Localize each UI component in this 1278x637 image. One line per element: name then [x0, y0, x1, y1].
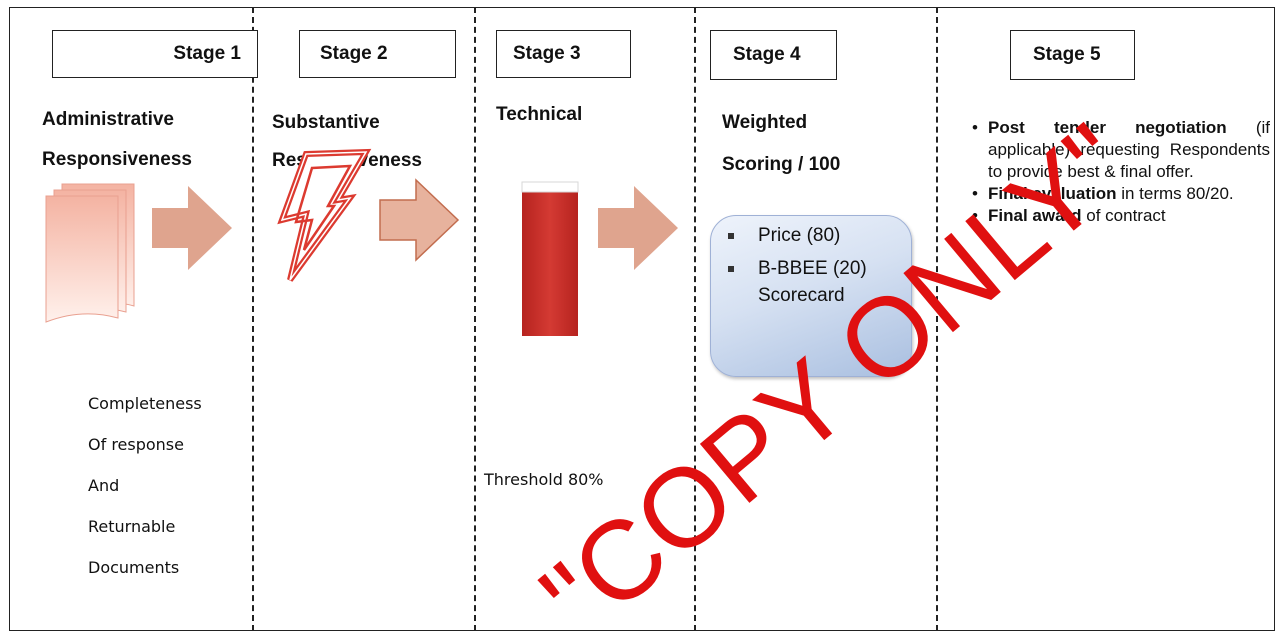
bullet-dot-icon: • — [972, 206, 978, 225]
weighted-scoring-item: B-BBEE (20) Scorecard — [722, 255, 867, 309]
stage-5-item: • Final award of contract — [970, 205, 1270, 227]
stage-1-label: Stage 1 — [173, 43, 241, 64]
criteria-item: Documents — [88, 558, 180, 577]
stage-divider — [252, 7, 254, 631]
stage-5-item-bold: Post tender negotiation — [988, 118, 1227, 137]
document-stack-icon — [45, 183, 135, 323]
arrow-right-icon — [379, 178, 460, 262]
stage-4-label: Stage 4 — [733, 44, 801, 65]
stage-1-heading: Administrative Responsiveness — [42, 100, 192, 180]
bullet-square-icon — [728, 266, 734, 272]
weighted-scoring-list: Price (80) B-BBEE (20) Scorecard — [722, 222, 867, 315]
stage-5-item-bold: Final evaluation — [988, 184, 1117, 203]
stage-divider — [474, 7, 476, 631]
stage-5-box: Stage 5 — [1010, 30, 1135, 80]
stage-5-item-text: (if applicable) requesting Respondents t… — [988, 118, 1270, 181]
stage-2-heading-line: Substantive — [272, 112, 380, 133]
stage-4-heading-line: Weighted — [722, 112, 808, 133]
bullet-square-icon — [728, 233, 734, 239]
threshold-bar-icon — [521, 181, 579, 336]
stage-5-item-text: of contract — [1081, 206, 1166, 225]
weighted-scoring-text: Price (80) — [758, 225, 841, 246]
stage-3-threshold: Threshold 80% — [484, 470, 604, 489]
criteria-item: Of response — [88, 435, 184, 454]
stage-5-label: Stage 5 — [1033, 44, 1101, 65]
lightning-bolt-icon — [277, 148, 372, 282]
bullet-dot-icon: • — [972, 118, 978, 137]
stage-5-list: • Post tender negotiation (if applicable… — [970, 117, 1270, 227]
stage-5-item-bold: Final award — [988, 206, 1082, 225]
stage-divider — [936, 7, 938, 631]
stage-5-item: • Final evaluation in terms 80/20. — [970, 183, 1270, 205]
weighted-scoring-item: Price (80) — [722, 222, 867, 249]
stage-1-heading-line: Administrative — [42, 109, 174, 130]
arrow-right-icon — [598, 186, 678, 270]
weighted-scoring-text: B-BBEE (20) — [758, 258, 867, 279]
criteria-item: And — [88, 476, 120, 495]
stage-3-box: Stage 3 — [496, 30, 631, 78]
stage-3-heading-line: Technical — [496, 104, 583, 125]
stage-1-criteria: Completeness Of response And Returnable … — [88, 383, 202, 588]
stage-5-item: • Post tender negotiation (if applicable… — [970, 117, 1270, 183]
stage-3-label: Stage 3 — [513, 43, 581, 64]
stage-4-heading-line: Scoring / 100 — [722, 154, 841, 175]
diagram-frame — [9, 7, 1275, 631]
stage-divider — [694, 7, 696, 631]
arrow-right-icon — [152, 186, 232, 270]
weighted-scoring-box — [710, 215, 912, 377]
criteria-item: Returnable — [88, 517, 176, 536]
stage-5-item-text: in terms 80/20. — [1116, 184, 1234, 203]
bullet-dot-icon: • — [972, 184, 978, 203]
stage-2-label: Stage 2 — [320, 43, 388, 64]
stage-3-heading: Technical — [496, 100, 582, 130]
stage-1-box: Stage 1 — [52, 30, 258, 78]
weighted-scoring-text: Scorecard — [758, 285, 845, 306]
stage-2-box: Stage 2 — [299, 30, 456, 78]
stage-4-box: Stage 4 — [710, 30, 837, 80]
stage-4-heading: Weighted Scoring / 100 — [722, 102, 840, 186]
criteria-item: Completeness — [88, 394, 202, 413]
stage-1-heading-line: Responsiveness — [42, 149, 192, 170]
